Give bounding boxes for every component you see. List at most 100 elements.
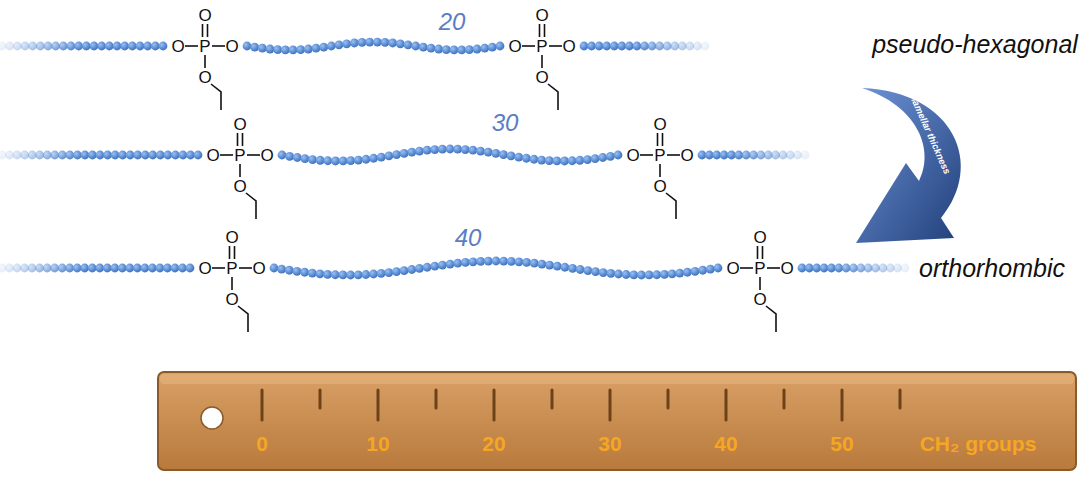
ruler-tick (319, 390, 322, 408)
oxygen-atom: O (233, 116, 246, 133)
ruler-unit: CH₂ groups (920, 433, 1037, 454)
chain-bead (90, 42, 99, 51)
oxygen-atom: O (753, 229, 766, 246)
chemical-bond (549, 45, 562, 47)
chain-bead (583, 266, 592, 275)
chain-bead (159, 42, 168, 51)
chemical-bond (541, 55, 543, 68)
chain-bead (358, 38, 367, 47)
chemical-bond (759, 277, 761, 290)
chain-bead (312, 44, 321, 53)
ruler-number: 20 (482, 433, 505, 454)
ruler-tick (899, 390, 902, 408)
chain-bead (304, 45, 313, 54)
spacing-number: 20 (439, 10, 466, 34)
oxygen-atom: O (562, 38, 575, 55)
ruler-tick (377, 390, 380, 420)
chain-bead (385, 151, 394, 160)
chain-bead (633, 42, 642, 51)
chain-bead (316, 269, 325, 278)
chemical-bond (640, 154, 653, 156)
chemical-bond (202, 24, 204, 37)
chain-bead (461, 145, 470, 154)
chain-bead (587, 42, 596, 51)
chain-bead (74, 42, 83, 51)
chain-bead (323, 156, 332, 165)
chain-bead (300, 268, 309, 277)
chain-bead (128, 42, 137, 51)
chain-bead (346, 271, 355, 280)
chain-bead (530, 155, 539, 164)
chemical-bond (667, 154, 680, 156)
chain-bead (492, 257, 501, 266)
chain-bead (617, 42, 626, 51)
chain-bead (545, 261, 554, 270)
chain-bead (663, 42, 672, 51)
oxygen-atom: O (726, 260, 739, 277)
chain-bead (446, 145, 455, 154)
chain-bead (637, 271, 646, 280)
chain-bead (73, 151, 82, 160)
ruler-tick (841, 390, 844, 420)
chain-bead (95, 264, 104, 273)
chain-bead (5, 264, 14, 273)
chain-bead (354, 270, 363, 279)
chain-bead (453, 259, 462, 268)
chain-bead (163, 151, 172, 160)
chain-bead (28, 42, 37, 51)
chemical-bond (522, 45, 535, 47)
chain-bead (499, 257, 508, 266)
ruler-tick (435, 390, 438, 408)
chemical-bond (212, 45, 225, 47)
chain-bead (580, 42, 589, 51)
chain-bead (113, 42, 122, 51)
chain-bead (469, 257, 478, 266)
chain-bead (308, 155, 317, 164)
chemical-bond (247, 154, 260, 156)
chain-bead (568, 264, 577, 273)
phosphorus-atom: P (754, 260, 765, 277)
chain-bead (243, 42, 252, 51)
chain-bead (151, 42, 160, 51)
chain-bead (156, 151, 165, 160)
chain-bead (65, 151, 74, 160)
chemical-bond (539, 24, 541, 37)
chain-bead (522, 154, 531, 163)
chain-bead (126, 151, 135, 160)
spacing-number: 30 (492, 111, 519, 135)
chain-bead (111, 151, 120, 160)
chain-bead (668, 269, 677, 278)
chain-bead (250, 43, 259, 52)
chemical-bond (238, 306, 248, 332)
chain-bead (285, 266, 294, 275)
chain-bead (293, 153, 302, 162)
ruler-tick (493, 390, 496, 420)
chain-bead (327, 42, 336, 51)
oxygen-atom: O (171, 38, 184, 55)
chain-bead (28, 264, 37, 273)
chain-bead (901, 264, 910, 273)
alkyl-chains (0, 38, 909, 280)
chain-bead (683, 268, 692, 277)
chain-bead (136, 42, 145, 51)
chain-bead (430, 262, 439, 271)
chain-bead (560, 157, 569, 166)
chain-bead (488, 43, 497, 52)
chain-bead (434, 45, 443, 54)
chain-bead (606, 269, 615, 278)
chain-bead (58, 151, 67, 160)
chain-bead (335, 40, 344, 49)
ruler-number: 10 (366, 433, 389, 454)
chain-bead (28, 151, 37, 160)
ruler-tick (667, 390, 670, 408)
chain-bead (430, 145, 439, 154)
chain-bead (427, 44, 436, 53)
chemical-bond (185, 45, 198, 47)
chain-bead (476, 257, 485, 266)
spacing-number: 40 (455, 226, 482, 250)
chain-bead (465, 45, 474, 54)
chain-bead (706, 265, 715, 274)
chain-bead (491, 149, 500, 158)
chain-bead (35, 151, 44, 160)
chain-bead (480, 44, 489, 53)
